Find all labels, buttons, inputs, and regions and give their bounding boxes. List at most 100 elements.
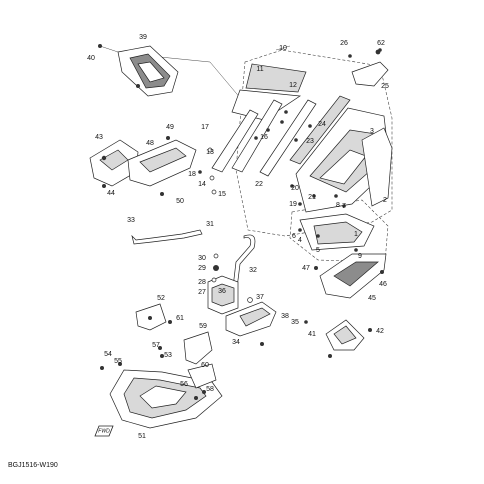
part-49-bolt bbox=[166, 136, 170, 140]
part-22-side-strip bbox=[259, 95, 351, 177]
fwd-label: FWD bbox=[98, 428, 110, 434]
callout-label: 41 bbox=[308, 331, 316, 338]
callout-label: 52 bbox=[157, 295, 165, 302]
callout-label: 43 bbox=[95, 134, 103, 141]
part-48-bracket bbox=[127, 139, 197, 187]
part-44-bolt bbox=[102, 184, 106, 188]
callout-label: 47 bbox=[302, 265, 310, 272]
callout-label: 15 bbox=[218, 191, 226, 198]
callout-label: 10 bbox=[279, 45, 287, 52]
callout-label: 57 bbox=[152, 342, 160, 349]
callout-label: 27 bbox=[198, 289, 206, 296]
part-26-screw bbox=[348, 54, 352, 58]
callout-label: 48 bbox=[146, 140, 154, 147]
part-12-screw bbox=[284, 110, 288, 114]
callout-label: 18 bbox=[188, 171, 196, 178]
callout-label: 59 bbox=[199, 323, 207, 330]
part-12-screw bbox=[280, 120, 284, 124]
callout-label: 28 bbox=[198, 279, 206, 286]
callout-label: 32 bbox=[249, 267, 257, 274]
part-5-clip bbox=[316, 234, 320, 238]
part-43-bracket bbox=[89, 139, 139, 187]
callout-label: 39 bbox=[139, 34, 147, 41]
callout-label: 45 bbox=[368, 295, 376, 302]
fwd-arrow-icon: FWD bbox=[94, 425, 114, 437]
part-6-bolt bbox=[298, 228, 302, 232]
leader-line bbox=[99, 45, 119, 53]
part-59-bracket bbox=[183, 331, 213, 365]
diagram-code: BGJ1516-W190 bbox=[8, 462, 58, 469]
callout-label: 37 bbox=[256, 294, 264, 301]
callout-label: 22 bbox=[255, 181, 263, 188]
callout-label: 62 bbox=[377, 40, 385, 47]
callout-label: 54 bbox=[104, 351, 112, 358]
part-25-bracket bbox=[351, 49, 389, 87]
part-2-side-panel bbox=[361, 127, 393, 207]
part-52-bracket bbox=[135, 303, 167, 331]
part-23-screw bbox=[294, 138, 298, 142]
callout-label: 58 bbox=[206, 386, 214, 393]
callout-label: 6 bbox=[292, 233, 296, 240]
callout-label: 49 bbox=[166, 124, 174, 131]
part-58-bolt bbox=[202, 390, 206, 394]
part-8-bolt bbox=[334, 194, 338, 198]
part-42-bolt bbox=[328, 354, 332, 358]
part-15-clip bbox=[211, 189, 217, 195]
part-42-bolt bbox=[368, 328, 372, 332]
part-31-hose bbox=[131, 229, 203, 245]
callout-label: 55 bbox=[114, 358, 122, 365]
part-45-side-panel bbox=[319, 253, 387, 299]
part-30-clip bbox=[213, 253, 219, 259]
callout-label: 50 bbox=[176, 198, 184, 205]
part-46-bolt bbox=[380, 270, 384, 274]
part-39-inner-panel bbox=[117, 45, 179, 97]
part-37-grommet bbox=[247, 297, 253, 303]
callout-label: 1 bbox=[354, 231, 358, 238]
part-50-bolt bbox=[160, 192, 164, 196]
part-1-side-cover bbox=[295, 107, 391, 213]
part-60-bracket bbox=[187, 363, 217, 389]
callout-label: 14 bbox=[198, 181, 206, 188]
callout-label: 34 bbox=[232, 339, 240, 346]
callout-label: 53 bbox=[164, 352, 172, 359]
callout-label: 17 bbox=[201, 124, 209, 131]
part-40-screw bbox=[136, 84, 140, 88]
callout-label: 56 bbox=[180, 381, 188, 388]
callout-label: 61 bbox=[176, 315, 184, 322]
part-7-bolt bbox=[342, 204, 346, 208]
callout-label: 40 bbox=[87, 55, 95, 62]
group-box-side-cover-upper bbox=[235, 49, 393, 237]
part-14-grommet bbox=[209, 175, 215, 181]
part-41-bracket bbox=[325, 319, 365, 351]
part-62-nut bbox=[378, 48, 382, 52]
callout-label: 51 bbox=[138, 433, 146, 440]
part-4-lower-cover bbox=[299, 213, 375, 251]
callout-label: 13 bbox=[206, 149, 214, 156]
part-56-bolt bbox=[194, 396, 198, 400]
callout-label: 20 bbox=[291, 185, 299, 192]
part-34-bracket bbox=[225, 301, 277, 337]
callout-label: 30 bbox=[198, 255, 206, 262]
part-16-screw bbox=[254, 136, 258, 140]
callout-label: 21 bbox=[308, 194, 316, 201]
callout-label: 42 bbox=[376, 328, 384, 335]
part-27-reservoir bbox=[207, 275, 239, 315]
part-29-cap bbox=[213, 265, 219, 271]
callout-label: 60 bbox=[201, 362, 209, 369]
part-18-bolt bbox=[198, 170, 202, 174]
part-24-screw bbox=[308, 124, 312, 128]
callout-label: 31 bbox=[206, 221, 214, 228]
callout-label: 19 bbox=[289, 201, 297, 208]
part-21-bolt bbox=[312, 194, 316, 198]
callout-label: 16 bbox=[260, 134, 268, 141]
part-38-bolt bbox=[260, 342, 264, 346]
callout-label: 29 bbox=[198, 265, 206, 272]
part-55-bolt bbox=[118, 362, 122, 366]
callout-label: 36 bbox=[218, 288, 226, 295]
callout-label: 5 bbox=[316, 247, 320, 254]
callout-label: 9 bbox=[358, 253, 362, 260]
part-61-bolt bbox=[168, 320, 172, 324]
part-20-bolt bbox=[290, 184, 294, 188]
